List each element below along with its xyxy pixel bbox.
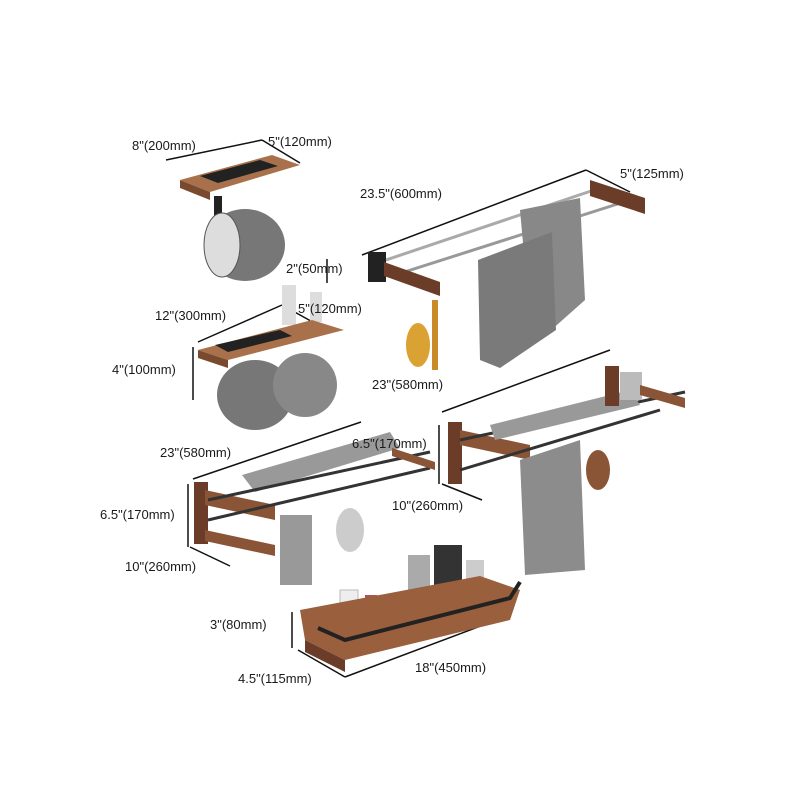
dimension-label: 4.5"(115mm) xyxy=(238,671,312,686)
dimension-label: 18"(450mm) xyxy=(415,660,487,675)
dimension-label: 12"(300mm) xyxy=(155,308,227,323)
dimension-label: 5"(125mm) xyxy=(620,166,684,181)
paper-holder-single xyxy=(180,155,300,281)
towel-rack-right xyxy=(448,366,686,575)
dimension-label: 5"(120mm) xyxy=(268,134,332,149)
dimension-label: 6.5"(170mm) xyxy=(352,436,427,451)
dimension-label: 3"(80mm) xyxy=(210,617,267,632)
dimension-label: 23"(580mm) xyxy=(372,377,444,392)
dimension-label: 10"(260mm) xyxy=(392,498,464,513)
dimension-lines xyxy=(165,139,631,678)
towel-rack-left xyxy=(194,432,435,585)
dimension-label: 23"(580mm) xyxy=(160,445,232,460)
dimension-label: 5"(120mm) xyxy=(298,301,362,316)
dimension-label: 23.5"(600mm) xyxy=(360,186,442,201)
dimension-label: 10"(260mm) xyxy=(125,559,197,574)
dimension-label: 6.5"(170mm) xyxy=(100,507,175,522)
dimension-label: 2"(50mm) xyxy=(286,261,343,276)
storage-shelf xyxy=(300,545,522,672)
double-towel-bar xyxy=(368,180,645,370)
dimension-label: 8"(200mm) xyxy=(132,138,196,153)
paper-holder-double xyxy=(198,285,344,430)
dimension-label: 4"(100mm) xyxy=(112,362,176,377)
